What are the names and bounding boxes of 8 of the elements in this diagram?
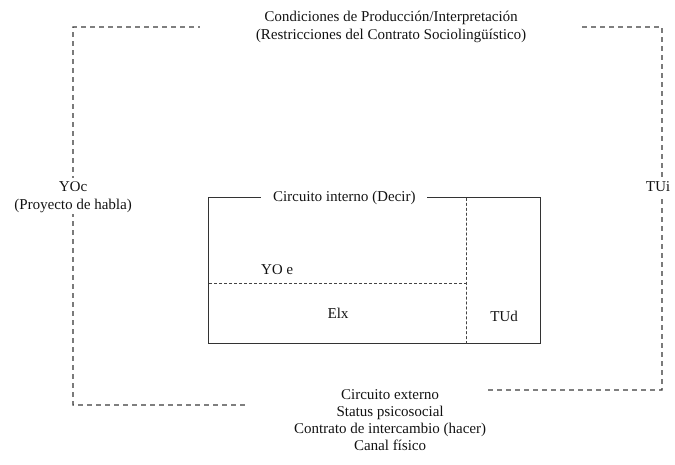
text: Contrato de intercambio (hacer) <box>294 421 486 438</box>
section-label: TUd <box>490 308 518 327</box>
section-label: YO e <box>260 261 294 280</box>
text: Status psicosocial <box>336 404 444 421</box>
section-label: Elx <box>328 305 348 323</box>
box-title: Circuito interno (Decir) <box>261 188 428 206</box>
text: Circuito externo <box>341 387 439 404</box>
text: Canal físico <box>354 438 426 455</box>
